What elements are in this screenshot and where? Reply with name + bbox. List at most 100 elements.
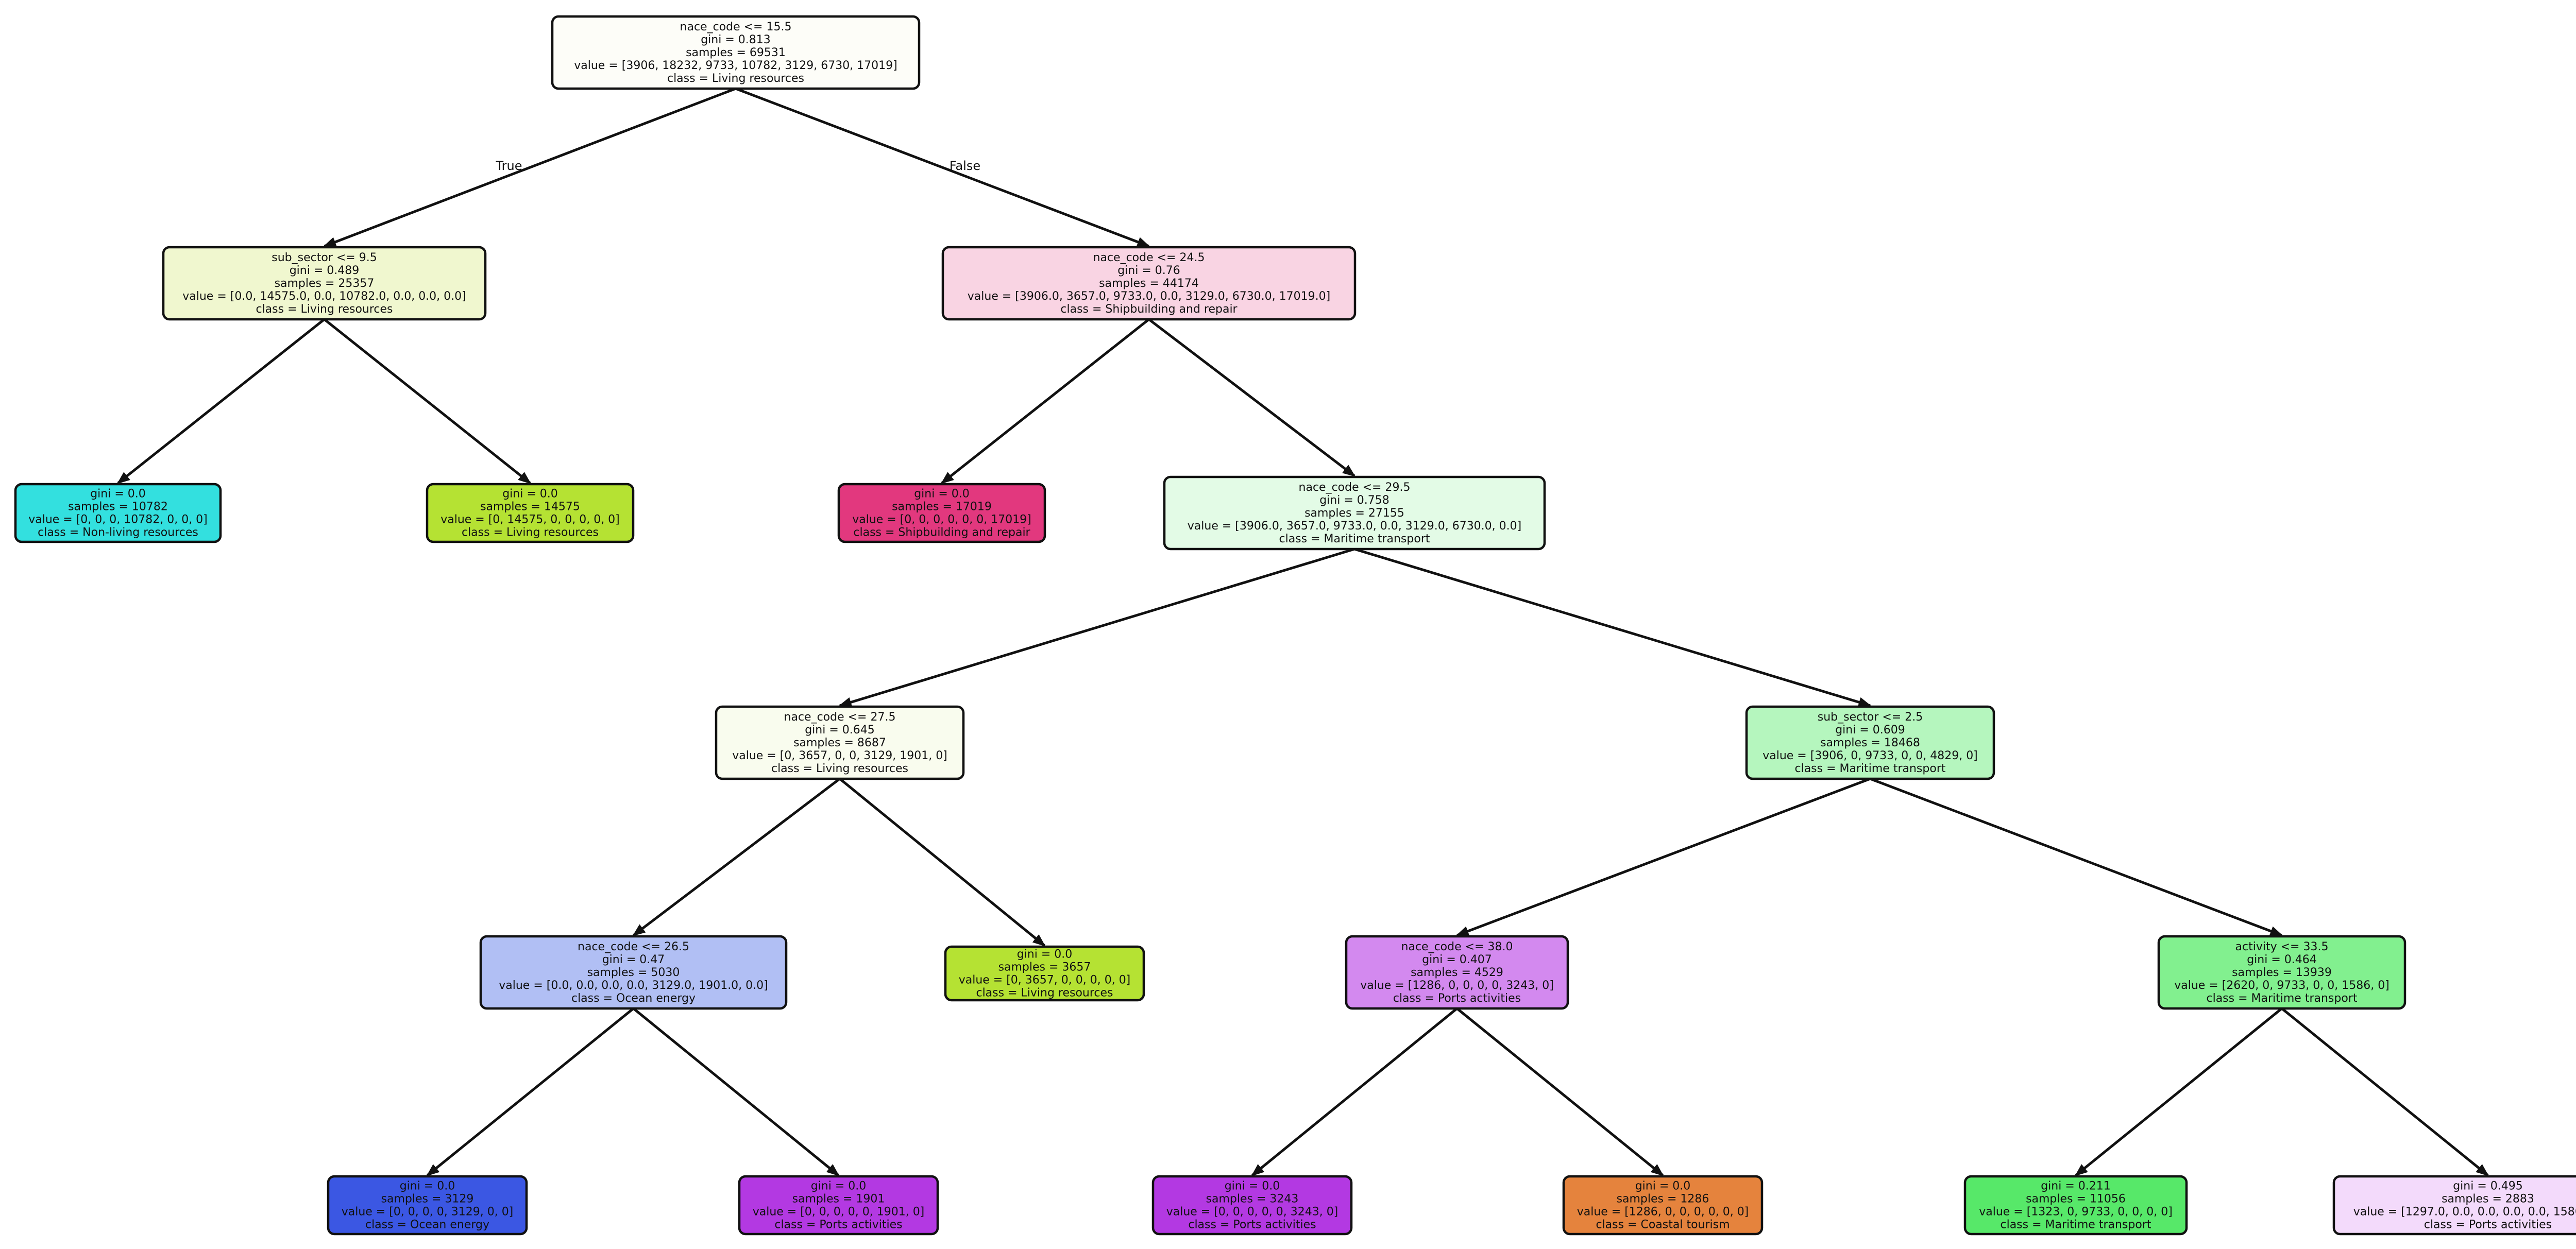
node-text-line: class = Ocean energy (571, 992, 696, 1005)
node-text-line: nace_code <= 29.5 (1299, 481, 1411, 494)
node-box (738, 1175, 939, 1236)
node-text-line: samples = 2883 (2442, 1193, 2534, 1206)
node-text-line: gini = 0.0 (1017, 948, 1073, 961)
node-text-line: value = [0.0, 0.0, 0.0, 0.0, 3129.0, 190… (499, 979, 768, 992)
node-text-line: gini = 0.813 (701, 33, 771, 46)
node-text-line: class = Maritime transport (2000, 1219, 2151, 1231)
node-text-line: value = [2620, 0, 9733, 0, 0, 1586, 0] (2174, 979, 2389, 992)
node-text-line: samples = 3129 (381, 1193, 474, 1206)
node-box (479, 935, 788, 1010)
node-box (1745, 705, 1995, 780)
edge-n1-n2 (117, 318, 326, 484)
node-box (1163, 475, 1546, 551)
node-text-line: value = [0, 0, 0, 0, 0, 1901, 0] (753, 1206, 925, 1219)
node-text-line: samples = 69531 (686, 46, 786, 59)
node-text-line: gini = 0.47 (602, 953, 665, 966)
node-box (14, 483, 222, 543)
node-box (551, 15, 921, 90)
node-text-line: class = Living resources (771, 762, 908, 775)
node-box (941, 246, 1357, 321)
node-text-line: samples = 17019 (892, 501, 992, 514)
node-text-line: value = [0, 3657, 0, 0, 0, 0, 0] (959, 974, 1131, 987)
node-text-line: class = Living resources (256, 303, 393, 316)
node-text-line: value = [3906, 0, 9733, 0, 0, 4829, 0] (1762, 749, 1978, 762)
node-text-line: gini = 0.758 (1319, 494, 1389, 507)
node-text-line: samples = 5030 (587, 966, 680, 979)
edge-n16-n17 (2075, 1007, 2283, 1176)
edge-n12-n16 (1870, 777, 2283, 937)
edge-label-false: False (950, 159, 980, 173)
node-text-line: nace_code <= 27.5 (784, 711, 896, 724)
node-text-line: nace_code <= 38.0 (1401, 940, 1513, 953)
node-box (715, 705, 965, 780)
node-box (1345, 935, 1569, 1010)
node-text-line: samples = 10782 (68, 501, 168, 514)
edge-n8-n9 (426, 1007, 635, 1176)
node-text-line: value = [0, 14575, 0, 0, 0, 0, 0] (440, 514, 620, 526)
node-text-line: class = Shipbuilding and repair (853, 526, 1030, 539)
node-text-line: samples = 11056 (2026, 1193, 2126, 1206)
edge-n13-n15 (1456, 1007, 1664, 1176)
node-text-line: gini = 0.407 (1422, 953, 1492, 966)
edge-n7-n8 (632, 778, 841, 936)
node-text-line: samples = 25357 (275, 277, 375, 290)
node-text-line: value = [3906, 18232, 9733, 10782, 3129,… (574, 59, 897, 72)
node-box (2157, 935, 2406, 1010)
edge-n16-n18 (2281, 1007, 2489, 1176)
node-text-line: value = [0, 0, 0, 10782, 0, 0, 0] (28, 514, 208, 526)
node-text-line: sub_sector <= 2.5 (1818, 711, 1923, 724)
node-text-line: nace_code <= 26.5 (578, 940, 689, 953)
node-text-line: samples = 13939 (2232, 966, 2332, 979)
node-box (162, 246, 487, 321)
node-text-line: gini = 0.645 (805, 724, 875, 737)
node-text-line: class = Ports activities (774, 1219, 902, 1231)
node-text-line: class = Ports activities (1188, 1219, 1316, 1231)
node-text-line: gini = 0.0 (914, 488, 970, 501)
node-box (426, 483, 635, 543)
edge-n7-n11 (839, 778, 1046, 947)
edge-n13-n14 (1251, 1007, 1458, 1176)
edge-n4-n6 (1148, 318, 1355, 477)
node-text-line: gini = 0.0 (90, 488, 146, 501)
node-text-line: class = Maritime transport (1279, 533, 1430, 545)
node-text-line: activity <= 33.5 (2235, 940, 2329, 953)
node-box (1963, 1175, 2188, 1236)
edge-n0-n1 (323, 87, 736, 248)
node-text-line: gini = 0.464 (2247, 953, 2317, 966)
edges-layer (117, 87, 2489, 1176)
node-text-line: value = [1297.0, 0.0, 0.0, 0.0, 0.0, 158… (2353, 1206, 2576, 1219)
node-text-line: gini = 0.0 (811, 1180, 867, 1193)
node-text-line: value = [0.0, 14575.0, 0.0, 10782.0, 0.0… (182, 290, 466, 303)
edge-n1-n3 (323, 318, 531, 484)
node-text-line: gini = 0.495 (2453, 1180, 2523, 1193)
node-text-line: class = Coastal tourism (1596, 1219, 1730, 1231)
node-box (327, 1175, 528, 1236)
node-text-line: gini = 0.0 (1635, 1180, 1691, 1193)
node-text-line: gini = 0.0 (1225, 1180, 1280, 1193)
node-text-line: samples = 27155 (1304, 507, 1404, 520)
node-text-line: class = Ocean energy (365, 1219, 489, 1231)
node-text-line: value = [3906.0, 3657.0, 9733.0, 0.0, 31… (968, 290, 1330, 303)
node-text-line: samples = 1286 (1617, 1193, 1709, 1206)
node-box (1562, 1175, 1764, 1236)
node-box (1151, 1175, 1353, 1236)
node-text-line: samples = 4529 (1411, 966, 1503, 979)
node-text-line: sub_sector <= 9.5 (272, 251, 377, 264)
